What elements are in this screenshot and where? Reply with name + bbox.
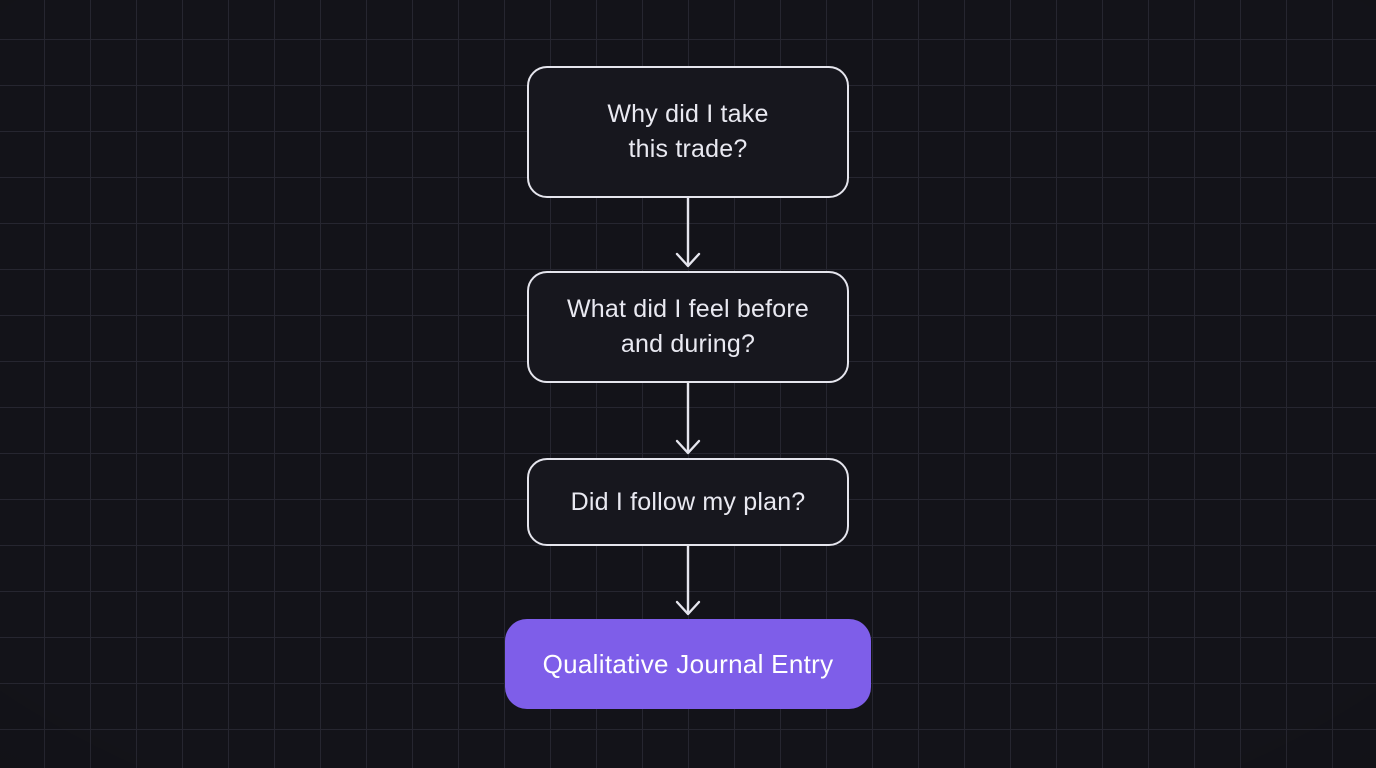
node-label-line: and during? [620, 330, 756, 358]
flow-node-why-trade: Why did I take this trade? [527, 66, 849, 198]
arrow-connector-2 [675, 381, 701, 455]
arrow-connector-3 [675, 544, 701, 616]
arrow-connector-1 [675, 196, 701, 268]
node-label-line: this trade? [628, 135, 748, 163]
flow-node-journal-entry: Qualitative Journal Entry [505, 619, 871, 709]
flow-node-feel-before-during: What did I feel before and during? [527, 271, 849, 383]
node-label-line: Qualitative Journal Entry [542, 648, 834, 679]
node-label-line: Did I follow my plan? [570, 487, 806, 516]
flow-node-follow-plan: Did I follow my plan? [527, 458, 849, 546]
node-label-line: Why did I take [607, 100, 769, 128]
node-label-line: What did I feel before [566, 295, 810, 323]
